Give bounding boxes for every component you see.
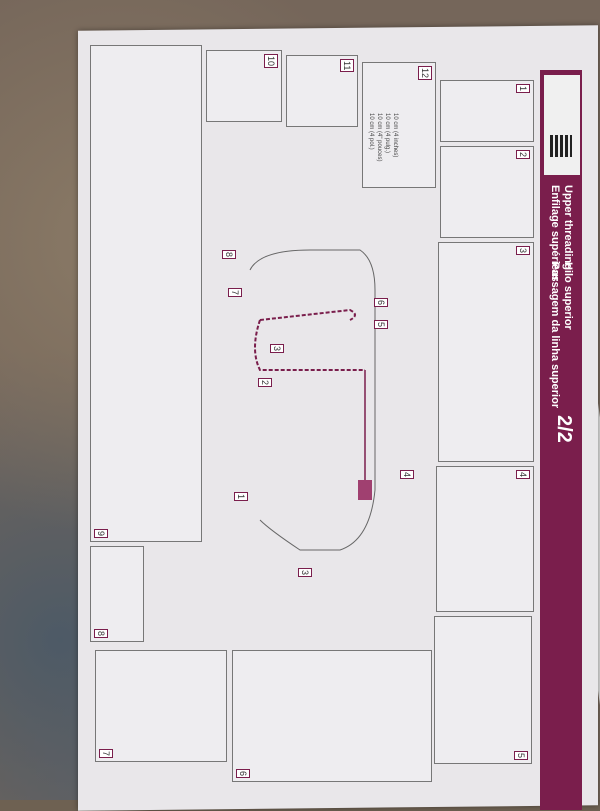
note-line: 10 cm (4 inches) <box>392 113 398 158</box>
panel-6: 6 <box>232 650 432 782</box>
note-line: 10 cm (4 pulg.) <box>384 113 390 154</box>
title-es: Hilo superior <box>562 262 574 330</box>
spool-icon <box>358 480 372 500</box>
diagram-label: 5 <box>374 320 388 330</box>
diagram-label: 7 <box>228 288 242 298</box>
panel-number: 6 <box>236 768 250 778</box>
diagram-label: 8 <box>222 250 236 260</box>
panel-11: 11 <box>286 55 358 127</box>
panel-3: 3 <box>438 242 534 462</box>
note-line: 10 cm (4" pouces) <box>376 113 382 162</box>
panel-5: 5 <box>434 616 532 764</box>
panel-number: 11 <box>340 59 354 73</box>
note-line: 10 cm (4 pol.) <box>368 113 374 150</box>
panel-2: 2 <box>440 146 534 238</box>
thread-path <box>254 319 365 371</box>
qr-code-icon <box>550 135 572 157</box>
header-band <box>540 70 582 810</box>
panel-number: 7 <box>99 748 113 758</box>
machine-outline <box>249 249 376 551</box>
panel-4: 4 <box>436 466 534 612</box>
panel-12: 12 10 cm (4 inches) 10 cm (4 pulg.) 10 c… <box>362 62 436 188</box>
machine-diagram <box>249 249 376 551</box>
panel-number: 2 <box>516 150 530 160</box>
thread-path <box>259 308 356 321</box>
title-en: Upper threading <box>562 185 574 270</box>
panel-number: 5 <box>514 750 528 760</box>
panel-number: 10 <box>264 54 278 69</box>
panel-7: 7 <box>95 650 227 762</box>
diagram-label: 4 <box>400 470 414 480</box>
panel-1: 1 <box>440 80 534 142</box>
panel-10: 10 <box>206 50 282 122</box>
panel-number: 3 <box>516 246 530 256</box>
panel-9: 9 <box>90 45 202 542</box>
panel-number: 1 <box>516 84 530 94</box>
diagram-label: 3 <box>270 344 284 354</box>
panel-8: 8 <box>90 546 144 642</box>
qr-box <box>544 75 580 175</box>
panel-12-note: 10 cm (4 inches) 10 cm (4 pulg.) 10 cm (… <box>367 113 399 161</box>
diagram-label: 1 <box>234 492 248 502</box>
panel-number: 12 <box>418 66 432 81</box>
title-fr: Enfilage supérieur <box>549 185 561 281</box>
panel-number: 4 <box>516 470 530 480</box>
page-number: 2/2 <box>553 415 575 443</box>
panel-number: 9 <box>94 528 108 538</box>
diagram-label: 3 <box>298 568 312 578</box>
title-pt: Passagem da linha superior <box>549 262 561 409</box>
diagram-label: 2 <box>258 378 272 388</box>
panel-number: 8 <box>94 628 108 638</box>
diagram-label: 6 <box>374 298 388 308</box>
